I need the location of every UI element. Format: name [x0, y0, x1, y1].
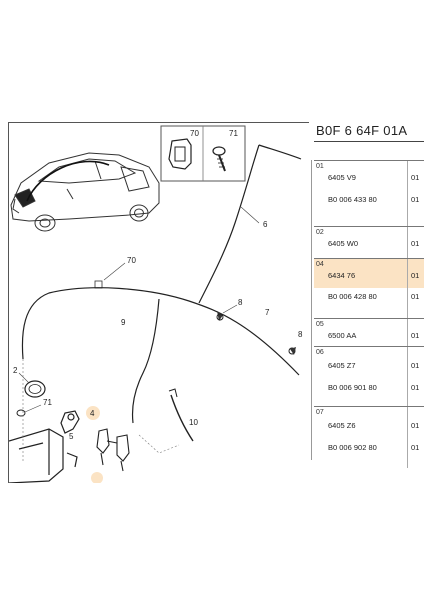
part-qty: 01: [411, 361, 420, 370]
part-number: 6405 Z7: [328, 361, 356, 370]
table-row[interactable]: 07 6405 Z6 01 B0 006 902 80 01: [314, 406, 424, 468]
washer-reservoir-icon: [9, 410, 80, 483]
part-number: 6405 W0: [328, 239, 359, 248]
table-row[interactable]: 02 6405 W0 01: [314, 226, 424, 258]
row-index: 05: [316, 321, 324, 328]
part-number: 6405 V9: [328, 173, 356, 182]
clip-icon: [168, 138, 192, 170]
pump-highlight-lower: [91, 472, 103, 483]
alt-part-qty: 01: [411, 443, 420, 452]
part-qty: 01: [411, 173, 420, 182]
callout-70: 70: [127, 256, 136, 265]
alt-part-number: B0 006 433 80: [328, 195, 377, 204]
car-outline-icon: [10, 152, 160, 232]
callout-6: 6: [263, 220, 268, 229]
table-row-highlighted[interactable]: 04 6434 76 01: [314, 258, 424, 288]
callout-70-inset: 70: [190, 129, 199, 138]
pump-icon: [16, 409, 26, 417]
filler-cap-icon: [24, 380, 46, 398]
row-index: 01: [316, 163, 324, 170]
alt-part-number: B0 006 428 80: [328, 292, 377, 301]
reference-code: B0F 6 64F 01A: [316, 123, 408, 138]
part-qty: 01: [411, 239, 420, 248]
alt-part-qty: 01: [411, 292, 420, 301]
hose-7: [21, 287, 300, 376]
reference-header: B0F 6 64F 01A: [314, 121, 424, 142]
callout-9: 9: [121, 318, 126, 327]
diagram-drawing: 70 71 6 70 7 9: [9, 125, 303, 483]
part-number: 6405 Z6: [328, 421, 356, 430]
washer-jet-icon: [288, 347, 296, 355]
callout-8-lower: 8: [298, 330, 303, 339]
hose-10: [170, 394, 194, 442]
part-qty: 01: [411, 331, 420, 340]
washer-jet-icon: [216, 311, 224, 321]
part-4-highlight: [86, 406, 100, 420]
parts-table: 01 6405 V9 01 B0 006 433 80 01 02 6405 W…: [314, 160, 424, 468]
clip-70-marker: [94, 280, 103, 289]
washer-pump-icon: [96, 428, 130, 472]
part-qty: 01: [411, 271, 420, 280]
fastener-inset: 70 71: [160, 125, 246, 182]
exploded-diagram: 70 71 6 70 7 9: [8, 122, 309, 483]
row-index: 04: [316, 261, 324, 268]
table-row[interactable]: 05 6500 AA 01: [314, 318, 424, 346]
table-row[interactable]: 01 6405 V9 01 B0 006 433 80 01: [314, 160, 424, 226]
callout-71: 71: [43, 398, 52, 407]
callout-8-upper: 8: [238, 298, 243, 307]
hose-9: [131, 298, 160, 424]
table-divider: [311, 160, 312, 460]
alt-part-number: B0 006 902 80: [328, 443, 377, 452]
row-index: 07: [316, 409, 324, 416]
row-index: 06: [316, 349, 324, 356]
part-number: 6434 76: [328, 271, 356, 280]
screw-icon: [212, 146, 226, 172]
alt-part-qty: 01: [411, 195, 420, 204]
part-number: 6500 AA: [328, 331, 357, 340]
alt-part-qty: 01: [411, 383, 420, 392]
table-row[interactable]: 06 6405 Z7 01 B0 006 901 80 01: [314, 346, 424, 406]
callout-10: 10: [189, 418, 198, 427]
callout-71-inset: 71: [229, 129, 238, 138]
hose-6: [198, 144, 260, 304]
row-index: 02: [316, 229, 324, 236]
callout-4: 4: [90, 409, 95, 418]
table-row[interactable]: B0 006 428 80 01: [314, 288, 424, 318]
callout-7: 7: [265, 308, 270, 317]
callout-2: 2: [13, 366, 18, 375]
callout-5: 5: [69, 432, 74, 441]
alt-part-number: B0 006 901 80: [328, 383, 377, 392]
part-qty: 01: [411, 421, 420, 430]
